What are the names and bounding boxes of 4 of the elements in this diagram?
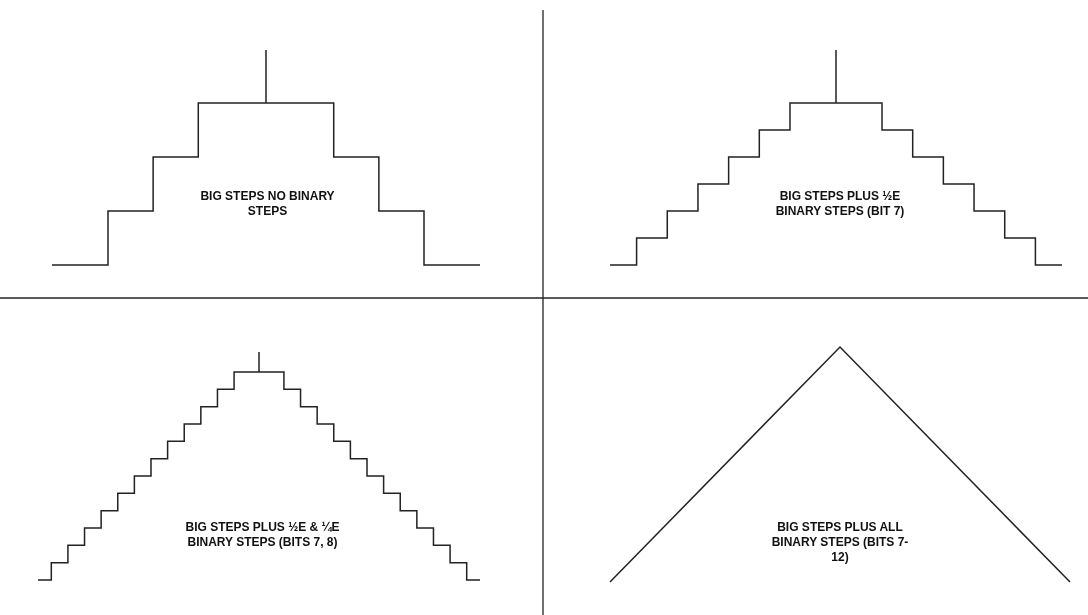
panel-caption: BIG STEPS PLUS ½E & ¼E BINARY STEPS (BITS 7, 8)	[184, 520, 341, 550]
panel-caption: BIG STEPS PLUS ½E BINARY STEPS (BIT 7)	[774, 189, 906, 219]
panel-caption: BIG STEPS PLUS ALL BINARY STEPS (BITS 7-12)	[770, 520, 910, 565]
panel-caption: BIG STEPS NO BINARY STEPS	[199, 189, 336, 219]
